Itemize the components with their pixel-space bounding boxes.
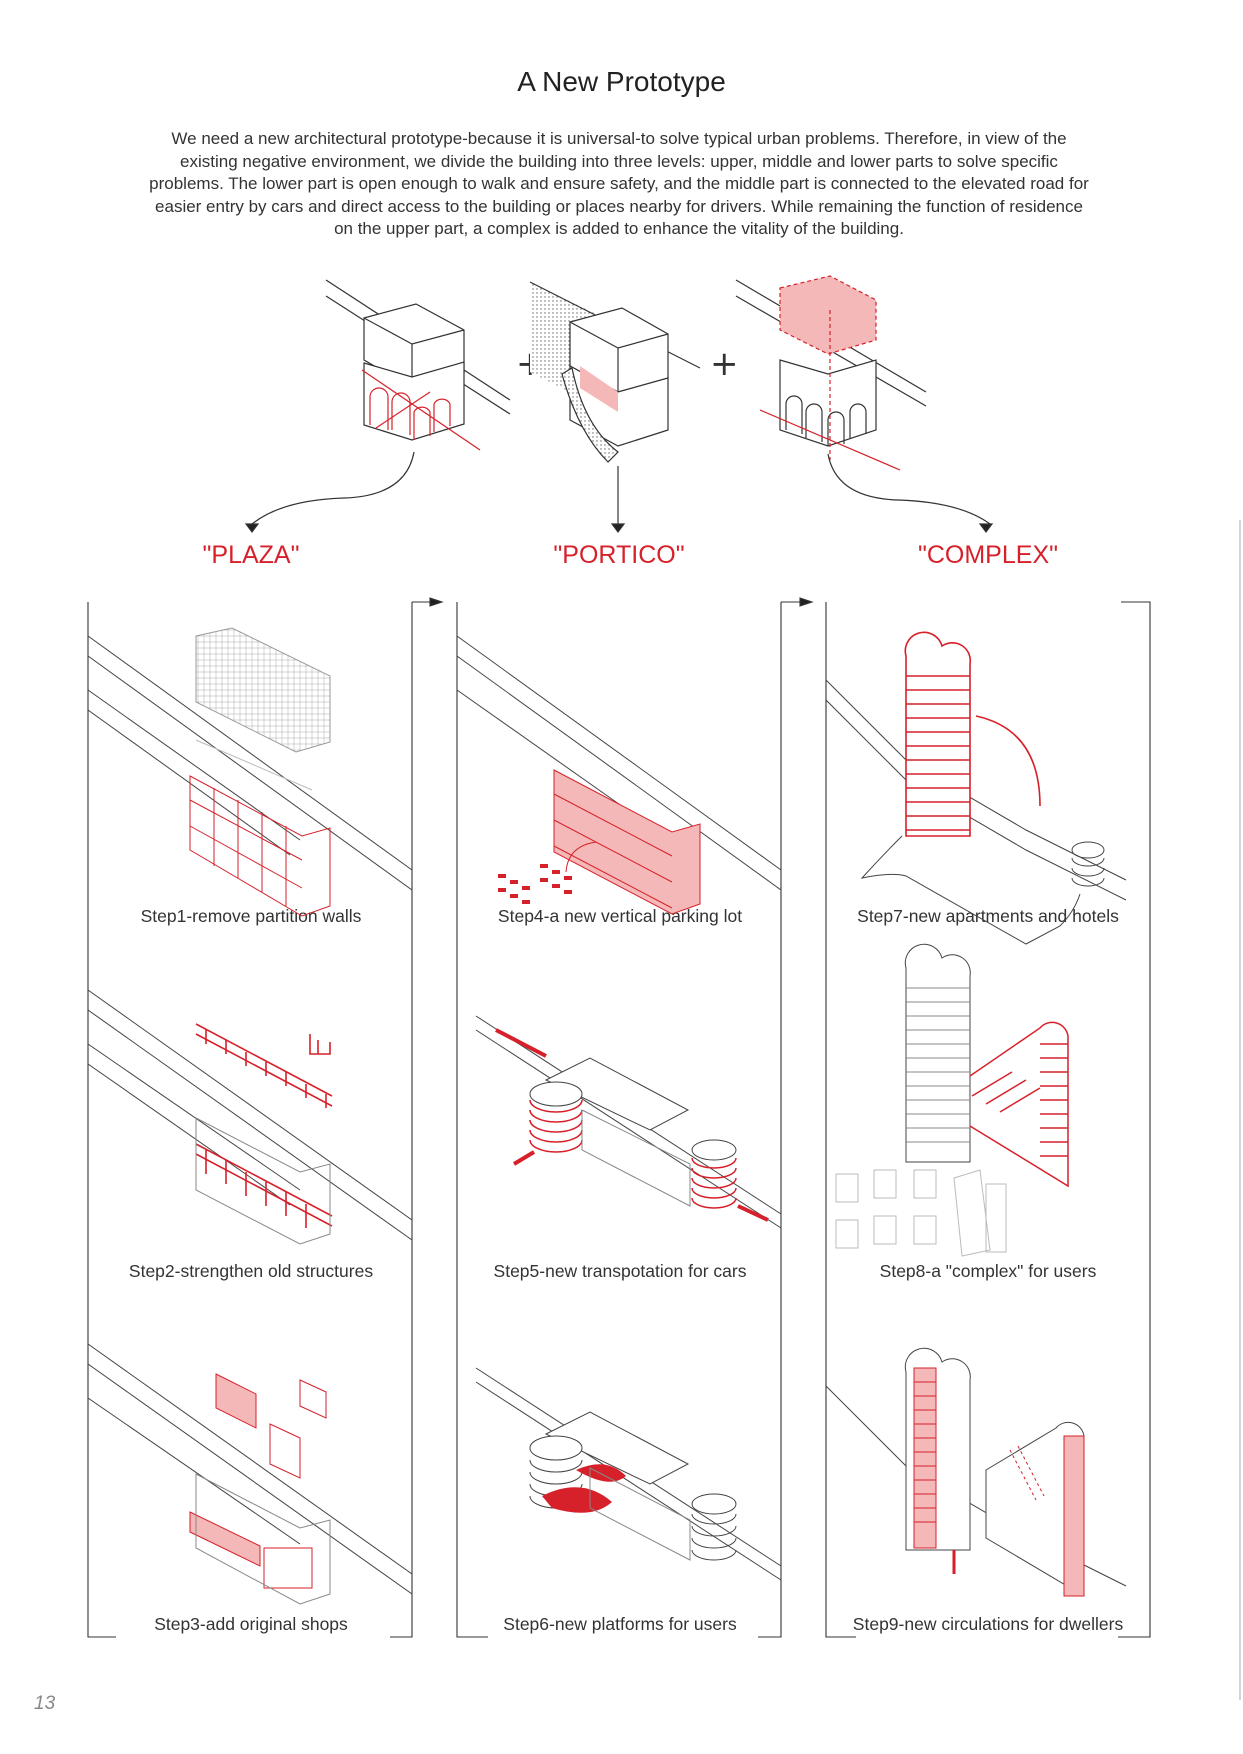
step1-drawing [88, 628, 412, 916]
step9-drawing [826, 1348, 1126, 1596]
step8-drawing [836, 944, 1068, 1256]
step4-drawing [457, 636, 781, 914]
prototype-plaza [326, 280, 510, 450]
prototype-complex [736, 276, 926, 470]
prototype-portico [530, 282, 700, 462]
step7-drawing [826, 632, 1126, 944]
concept-arrows [246, 452, 992, 532]
plus-icon: + [710, 344, 739, 384]
step6-drawing [476, 1368, 781, 1580]
step3-drawing [88, 1344, 412, 1604]
step2-drawing [88, 990, 412, 1244]
step5-drawing [476, 1016, 781, 1228]
